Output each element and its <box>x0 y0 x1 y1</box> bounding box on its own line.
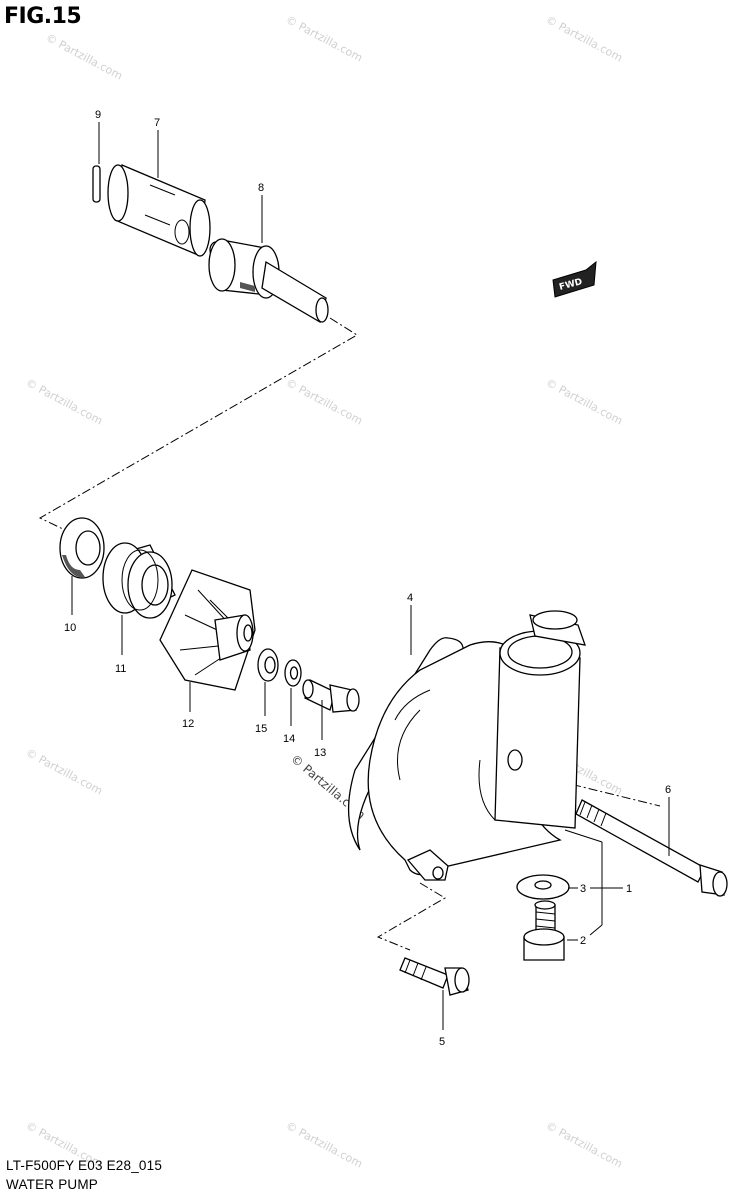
callout-6: 6 <box>665 784 671 796</box>
callout-11: 11 <box>115 663 126 675</box>
watermark: © Partzilla.com <box>544 13 625 64</box>
callout-9: 9 <box>95 109 101 121</box>
callout-15: 15 <box>255 723 267 735</box>
part-12-impeller <box>159 569 256 691</box>
fwd-badge: FWD <box>552 260 597 298</box>
callout-10: 10 <box>64 622 76 634</box>
pump-housing <box>367 610 586 881</box>
callout-13: 13 <box>314 747 326 759</box>
part-8-shaft <box>208 238 329 323</box>
part-14-washer <box>284 659 302 687</box>
callout-3: 3 <box>580 883 586 895</box>
callout-labels: 9 7 8 10 11 12 15 14 13 4 6 3 2 1 5 <box>64 109 671 1048</box>
model-code: LT-F500FY E03 E28_015 <box>6 1158 163 1173</box>
watermark: © Partzilla.com <box>44 31 125 82</box>
watermark: © Partzilla.com <box>284 13 365 64</box>
part-7-sleeve <box>107 164 211 257</box>
watermark: © Partzilla.com <box>24 376 105 427</box>
callout-8: 8 <box>258 182 264 194</box>
part-5-bolt <box>399 957 470 996</box>
part-6-long-bolt <box>575 799 728 897</box>
watermark: © Partzilla.com <box>284 376 365 427</box>
part-10-seal <box>59 517 105 579</box>
part-2-bolt <box>523 900 565 961</box>
watermark: © Partzilla.com <box>544 376 625 427</box>
callout-1: 1 <box>626 883 632 895</box>
callout-7: 7 <box>154 117 160 129</box>
part-15-washer <box>257 648 279 682</box>
watermark: © Partzilla.com <box>544 1119 625 1170</box>
part-3-washer <box>516 874 570 900</box>
watermark: © Partzilla.com <box>284 1119 365 1170</box>
part-9-pin <box>92 165 101 203</box>
part-11-mech-seal <box>102 542 176 619</box>
callout-5: 5 <box>439 1036 445 1048</box>
part-13-bolt <box>302 679 360 713</box>
figure-title: FIG.15 <box>4 4 82 29</box>
section-title: WATER PUMP <box>6 1177 98 1192</box>
callout-2: 2 <box>580 935 586 947</box>
callout-14: 14 <box>283 733 295 745</box>
leader-lines <box>71 122 670 1030</box>
watermark: © Partzilla.com <box>24 746 105 797</box>
callout-4: 4 <box>407 592 413 604</box>
callout-12: 12 <box>182 718 194 730</box>
